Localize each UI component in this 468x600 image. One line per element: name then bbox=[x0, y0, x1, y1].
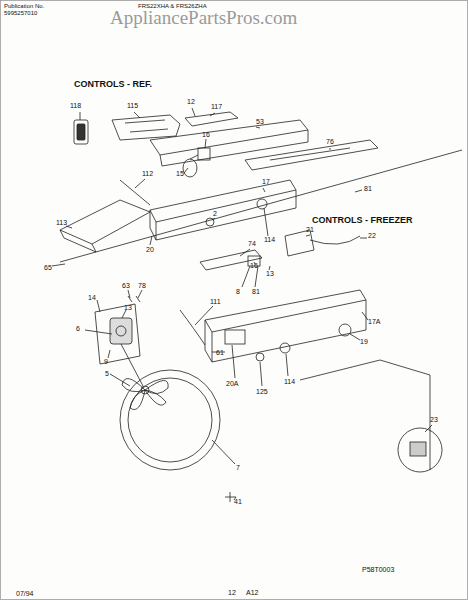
callout-number: 20 bbox=[146, 246, 154, 254]
callout-number: 17 bbox=[262, 178, 270, 186]
callout-number: 118 bbox=[70, 102, 81, 110]
callout-number: 78 bbox=[138, 282, 146, 290]
callout-number: 114 bbox=[264, 236, 275, 244]
publication-label: Publication No. bbox=[4, 3, 44, 10]
callout-number: 81 bbox=[252, 288, 260, 296]
callout-number: 53 bbox=[256, 118, 264, 126]
callout-number: 114 bbox=[284, 378, 295, 386]
drawing-code: P58T0003 bbox=[362, 566, 394, 574]
callout-number: 12 bbox=[187, 98, 195, 106]
callout-number: 74 bbox=[248, 240, 256, 248]
section-heading: CONTROLS - FREEZER bbox=[312, 216, 413, 224]
callout-number: 14 bbox=[88, 294, 96, 302]
callout-number: 61 bbox=[216, 349, 224, 357]
callout-number: 65 bbox=[44, 264, 52, 272]
callout-number: 20A bbox=[226, 380, 238, 388]
callout-number: 81 bbox=[364, 185, 372, 193]
callout-number: 5 bbox=[105, 370, 109, 378]
callout-number: 21 bbox=[306, 226, 314, 234]
callout-number: 76 bbox=[326, 138, 334, 146]
callout-number: 16 bbox=[250, 262, 258, 270]
callout-number: 16 bbox=[202, 131, 210, 139]
callout-number: 2 bbox=[213, 210, 217, 218]
publication-number: 5995257010 bbox=[4, 10, 37, 17]
watermark: AppliancePartsPros.com bbox=[110, 8, 297, 28]
callout-number: 13 bbox=[124, 304, 132, 312]
callout-number: 41 bbox=[234, 498, 242, 506]
callout-number: 22 bbox=[368, 232, 376, 240]
callout-number: 6 bbox=[76, 325, 80, 333]
callout-number: 8 bbox=[236, 288, 240, 296]
callout-number: 23 bbox=[430, 416, 438, 424]
page-code: A12 bbox=[246, 589, 258, 597]
callout-number: 15 bbox=[176, 170, 184, 178]
callout-number: 115 bbox=[127, 102, 138, 110]
section-heading: CONTROLS - REF. bbox=[74, 80, 152, 88]
callout-number: 7 bbox=[236, 464, 240, 472]
callout-number: 17A bbox=[368, 318, 380, 326]
callout-number: 13 bbox=[266, 270, 274, 278]
callout-number: 9 bbox=[104, 358, 108, 366]
callout-number: 112 bbox=[142, 170, 153, 178]
callout-number: 19 bbox=[360, 338, 368, 346]
page-number: 12 bbox=[228, 589, 236, 597]
callout-number: 111 bbox=[210, 298, 221, 306]
callout-number: 63 bbox=[122, 282, 130, 290]
callout-number: 113 bbox=[56, 219, 67, 227]
callout-number: 117 bbox=[211, 103, 222, 111]
date-code: 07/94 bbox=[16, 590, 34, 598]
callout-number: 125 bbox=[256, 388, 268, 396]
